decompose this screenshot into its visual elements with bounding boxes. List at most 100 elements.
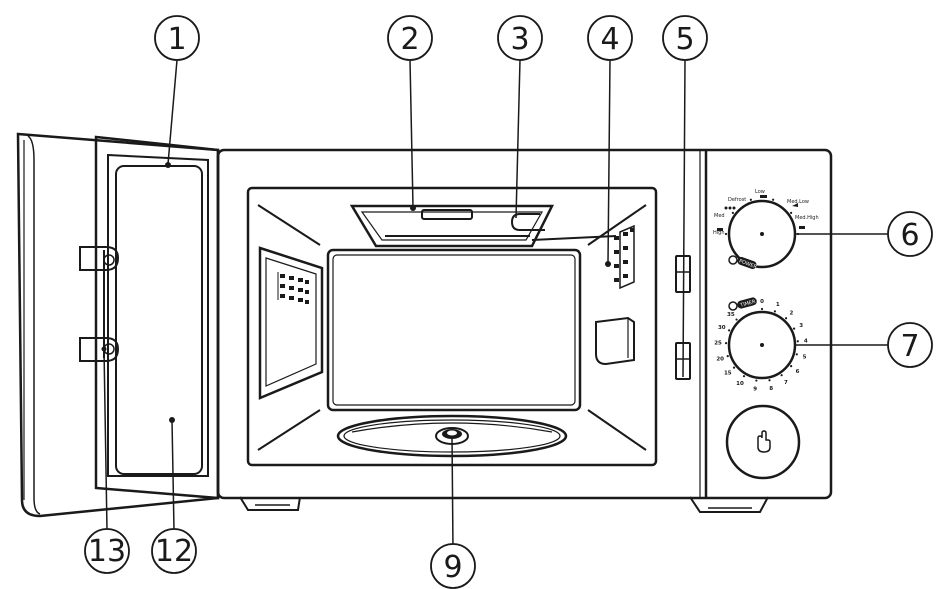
lamp-vents: [277, 272, 309, 304]
timer-mark-label: 7: [784, 380, 788, 386]
leader-line: [103, 348, 108, 531]
leader-line: [607, 59, 611, 264]
timer-mark-label: 5: [803, 354, 807, 360]
callout-number: 3: [510, 22, 529, 57]
power-setting-label: Med.Low: [787, 199, 809, 205]
timer-mark-label: 8: [769, 386, 773, 392]
callout-number: 9: [443, 550, 462, 585]
dial-tick: [742, 375, 746, 378]
timer-dial: 0 1 2 3 4 5 6 7 8 9 10 15 20 25 30 35 TIMER: [714, 297, 808, 392]
cover-hook: [511, 213, 545, 231]
callout-number: 2: [400, 22, 419, 57]
dial-tick: [796, 340, 799, 343]
timer-mark-label: 6: [796, 369, 800, 375]
callout-number: 12: [155, 534, 193, 569]
food-icons: [717, 195, 805, 231]
dial-tick: [728, 329, 731, 332]
door-window-frame: [94, 135, 220, 500]
leader-line: [451, 435, 454, 551]
timer-mark-label: 3: [799, 323, 803, 329]
leader-lines: [103, 59, 888, 551]
wall-bracket: [595, 316, 635, 366]
timer-label: TIMER: [728, 297, 757, 311]
power-setting-label: Med: [714, 213, 725, 219]
left-foot: [239, 496, 301, 511]
callout-9: 9: [430, 543, 476, 589]
power-dial: Low Defrost Med.Low Med Med.High High PO…: [713, 189, 819, 271]
dial-tick: [768, 379, 771, 382]
dial-tick: [760, 307, 764, 311]
hand-pointer-icon: [757, 430, 771, 453]
callout-4: 4: [587, 15, 633, 61]
callout-7: 7: [887, 322, 933, 368]
timer-label-text: TIMER: [739, 299, 757, 309]
callout-number: 13: [88, 534, 126, 569]
oven-cavity: [246, 186, 658, 467]
dial-tick: [790, 211, 793, 214]
door-window-outer: [107, 153, 209, 477]
dial-tick: [724, 232, 728, 236]
power-setting-label: Med.High: [795, 215, 819, 221]
timer-mark-label: 10: [736, 381, 744, 387]
timer-mark-label: 0: [760, 299, 764, 305]
timer-mark-label: 30: [718, 325, 726, 331]
timer-mark-label: 35: [727, 312, 735, 318]
timer-mark-label: 20: [716, 357, 724, 363]
leader-line: [171, 419, 175, 531]
power-setting-label: Low: [755, 189, 765, 195]
cavity-back-wall: [326, 248, 582, 412]
timer-mark-label: 4: [804, 338, 808, 344]
right-wall-vents: [614, 224, 635, 290]
callout-number: 6: [900, 218, 919, 253]
callout-3: 3: [497, 15, 543, 61]
dial-tick: [784, 317, 788, 320]
dial-tick: [755, 379, 758, 382]
callout-1: 1: [154, 15, 200, 61]
dial-tick: [795, 353, 798, 356]
callout-number: 4: [600, 22, 619, 57]
callout-5: 5: [662, 15, 708, 61]
lamp-recess: [258, 246, 324, 400]
callouts: 1 2 3 4 5 6 7 9: [84, 15, 933, 589]
callout-number: 7: [900, 329, 919, 364]
dial-tick: [772, 198, 775, 201]
callout-number: 1: [167, 22, 186, 57]
microwave-door: [16, 132, 220, 518]
timer-mark-label: 15: [724, 371, 732, 377]
dial-tick: [792, 327, 796, 330]
timer-mark-label: 1: [776, 302, 780, 308]
leader-line: [515, 59, 521, 219]
leader-line: [167, 59, 178, 165]
timer-mark-label: 25: [714, 341, 722, 347]
leader-line: [682, 59, 686, 378]
right-foot: [689, 496, 769, 513]
dial-tick: [749, 198, 752, 201]
door-frame-marker-dot: [165, 162, 171, 168]
power-setting-label: Defrost: [728, 197, 746, 203]
leader-line: [409, 59, 414, 208]
door-release-button: [725, 404, 801, 480]
timer-mark-label: 9: [753, 386, 757, 392]
dial-tick: [790, 365, 793, 368]
dial-tick: [735, 318, 738, 321]
callout-2: 2: [387, 15, 433, 61]
callout-number: 5: [675, 22, 694, 57]
door-window: [115, 165, 203, 475]
power-setting-labels: Low Defrost Med.Low Med Med.High High: [713, 189, 819, 236]
dial-tick: [780, 374, 783, 377]
timer-mark-label: 2: [790, 310, 794, 316]
dial-tick: [732, 366, 736, 369]
dial-tick: [773, 310, 777, 313]
power-label: POWER: [728, 255, 758, 271]
cavity-marker-dot: [605, 261, 611, 267]
callout-6: 6: [887, 211, 933, 257]
microwave-body: [216, 148, 833, 513]
callout-12: 12: [151, 528, 197, 574]
dial-tick: [724, 342, 728, 345]
waveguide-cover: [349, 204, 555, 248]
power-setting-label: High: [713, 230, 725, 236]
dial-tick: [726, 355, 729, 358]
door-hooks: [79, 246, 120, 362]
callout-13: 13: [84, 528, 130, 574]
